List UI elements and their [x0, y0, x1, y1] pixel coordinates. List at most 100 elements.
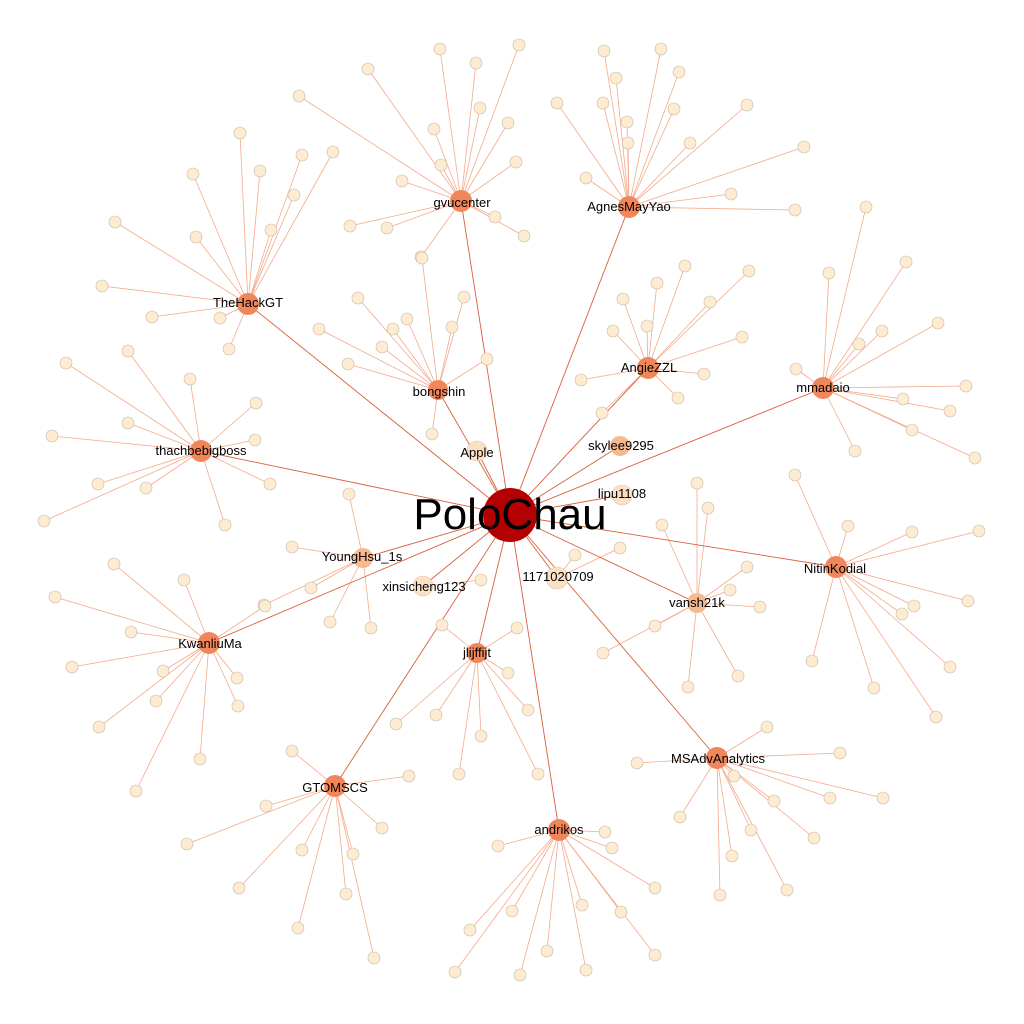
- leaf-node[interactable]: [598, 825, 612, 839]
- leaf-node[interactable]: [595, 406, 609, 420]
- leaf-node[interactable]: [681, 680, 695, 694]
- leaf-node[interactable]: [213, 311, 227, 325]
- leaf-node[interactable]: [346, 847, 360, 861]
- leaf-node[interactable]: [292, 89, 306, 103]
- leaf-node[interactable]: [654, 42, 668, 56]
- leaf-node[interactable]: [905, 423, 919, 437]
- leaf-node[interactable]: [742, 264, 756, 278]
- leaf-node[interactable]: [596, 646, 610, 660]
- leaf-node[interactable]: [907, 599, 921, 613]
- leaf-node[interactable]: [727, 769, 741, 783]
- leaf-node[interactable]: [249, 396, 263, 410]
- leaf-node[interactable]: [788, 203, 802, 217]
- leaf-node[interactable]: [605, 841, 619, 855]
- leaf-node[interactable]: [193, 752, 207, 766]
- hub-node-msadvanalytics[interactable]: [706, 747, 728, 769]
- leaf-node[interactable]: [735, 330, 749, 344]
- leaf-node[interactable]: [124, 625, 138, 639]
- hub-node-nitinkodial[interactable]: [825, 556, 847, 578]
- leaf-node[interactable]: [613, 541, 627, 555]
- leaf-node[interactable]: [841, 519, 855, 533]
- leaf-node[interactable]: [833, 746, 847, 760]
- leaf-node[interactable]: [386, 322, 400, 336]
- leaf-node[interactable]: [183, 372, 197, 386]
- hub-node-skylee9295[interactable]: [610, 436, 630, 456]
- hub-node-n1171020709[interactable]: [545, 566, 569, 590]
- leaf-node[interactable]: [402, 769, 416, 783]
- leaf-node[interactable]: [488, 210, 502, 224]
- leaf-node[interactable]: [323, 615, 337, 629]
- leaf-node[interactable]: [723, 583, 737, 597]
- leaf-node[interactable]: [678, 259, 692, 273]
- hub-node-bongshin[interactable]: [428, 380, 448, 400]
- leaf-node[interactable]: [961, 594, 975, 608]
- leaf-node[interactable]: [648, 881, 662, 895]
- leaf-node[interactable]: [231, 699, 245, 713]
- leaf-node[interactable]: [258, 599, 272, 613]
- leaf-node[interactable]: [233, 126, 247, 140]
- leaf-node[interactable]: [568, 548, 582, 562]
- hub-node-gtomscs[interactable]: [324, 775, 346, 797]
- leaf-node[interactable]: [531, 767, 545, 781]
- leaf-node[interactable]: [180, 837, 194, 851]
- leaf-node[interactable]: [509, 155, 523, 169]
- hub-node-andrikos[interactable]: [548, 819, 570, 841]
- leaf-node[interactable]: [463, 923, 477, 937]
- leaf-node[interactable]: [380, 221, 394, 235]
- leaf-node[interactable]: [189, 230, 203, 244]
- leaf-node[interactable]: [395, 174, 409, 188]
- leaf-node[interactable]: [121, 344, 135, 358]
- hub-node-apple[interactable]: [466, 440, 488, 462]
- leaf-node[interactable]: [435, 618, 449, 632]
- leaf-node[interactable]: [797, 140, 811, 154]
- leaf-node[interactable]: [361, 62, 375, 76]
- leaf-node[interactable]: [48, 590, 62, 604]
- leaf-node[interactable]: [540, 944, 554, 958]
- hub-node-thehackgt[interactable]: [237, 293, 259, 315]
- leaf-node[interactable]: [579, 171, 593, 185]
- leaf-node[interactable]: [264, 223, 278, 237]
- leaf-node[interactable]: [448, 965, 462, 979]
- leaf-node[interactable]: [848, 444, 862, 458]
- leaf-node[interactable]: [149, 694, 163, 708]
- leaf-node[interactable]: [129, 784, 143, 798]
- leaf-node[interactable]: [648, 619, 662, 633]
- leaf-node[interactable]: [895, 607, 909, 621]
- leaf-node[interactable]: [943, 660, 957, 674]
- leaf-node[interactable]: [45, 429, 59, 443]
- leaf-node[interactable]: [445, 320, 459, 334]
- leaf-node[interactable]: [780, 883, 794, 897]
- leaf-node[interactable]: [473, 101, 487, 115]
- leaf-node[interactable]: [145, 310, 159, 324]
- leaf-node[interactable]: [427, 122, 441, 136]
- leaf-node[interactable]: [667, 102, 681, 116]
- leaf-node[interactable]: [650, 276, 664, 290]
- leaf-node[interactable]: [375, 821, 389, 835]
- hub-node-jlijffijt[interactable]: [467, 643, 487, 663]
- leaf-node[interactable]: [896, 392, 910, 406]
- leaf-node[interactable]: [690, 476, 704, 490]
- leaf-node[interactable]: [724, 187, 738, 201]
- leaf-node[interactable]: [248, 433, 262, 447]
- leaf-node[interactable]: [177, 573, 191, 587]
- leaf-node[interactable]: [312, 322, 326, 336]
- leaf-node[interactable]: [606, 324, 620, 338]
- leaf-node[interactable]: [186, 167, 200, 181]
- leaf-node[interactable]: [222, 342, 236, 356]
- leaf-node[interactable]: [326, 145, 340, 159]
- leaf-node[interactable]: [415, 251, 429, 265]
- leaf-node[interactable]: [655, 518, 669, 532]
- leaf-node[interactable]: [295, 843, 309, 857]
- leaf-node[interactable]: [139, 481, 153, 495]
- leaf-node[interactable]: [452, 767, 466, 781]
- leaf-node[interactable]: [823, 791, 837, 805]
- leaf-node[interactable]: [683, 136, 697, 150]
- leaf-node[interactable]: [620, 115, 634, 129]
- leaf-node[interactable]: [968, 451, 982, 465]
- leaf-node[interactable]: [673, 810, 687, 824]
- leaf-node[interactable]: [429, 708, 443, 722]
- leaf-node[interactable]: [931, 316, 945, 330]
- leaf-node[interactable]: [108, 215, 122, 229]
- leaf-node[interactable]: [579, 963, 593, 977]
- leaf-node[interactable]: [905, 525, 919, 539]
